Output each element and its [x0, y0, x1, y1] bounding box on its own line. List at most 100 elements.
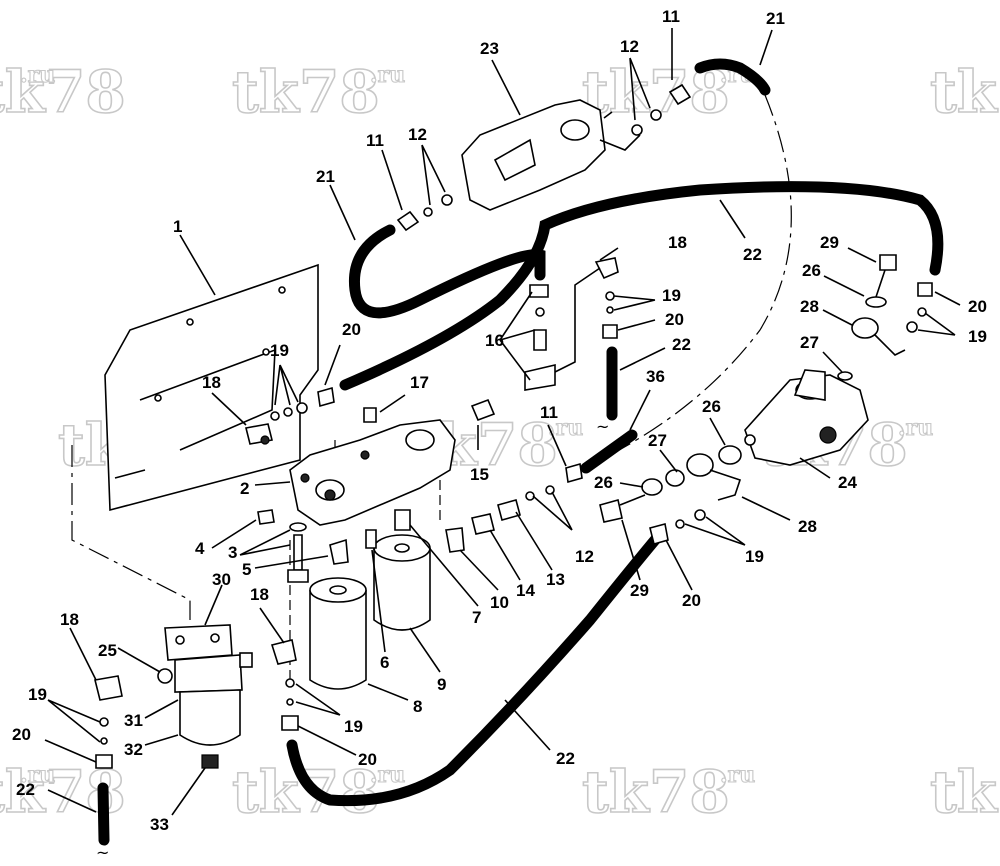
callout-label: 13	[546, 570, 565, 589]
callout-label: 3	[228, 543, 237, 562]
callout-label: 27	[800, 333, 819, 352]
callout-label: 20	[358, 750, 377, 769]
fitting-14	[471, 513, 495, 535]
callout-label: 32	[124, 740, 143, 759]
watermark-text: tk78	[930, 58, 1000, 126]
nut-11	[668, 83, 692, 106]
watermark-text: tk78	[930, 758, 1000, 826]
cut-marks: ~ ~	[96, 417, 609, 862]
bolt-29	[879, 254, 897, 271]
nut-20	[281, 715, 299, 731]
elbow-18	[594, 257, 619, 280]
hose-22-lower	[286, 534, 661, 807]
callout-label: 22	[672, 335, 691, 354]
elbow-18	[94, 675, 123, 701]
nut-20	[602, 324, 618, 339]
cut-mark: ~	[96, 843, 109, 862]
nut-16	[529, 284, 549, 298]
callout-label: 19	[745, 547, 764, 566]
washer-26	[865, 296, 887, 308]
washer-27	[837, 371, 853, 381]
callout-label: 33	[150, 815, 169, 834]
fitting-15	[470, 398, 496, 422]
nut-20	[917, 282, 933, 297]
callout-label: 7	[472, 608, 481, 627]
fitting-7	[394, 509, 411, 531]
callout-label: 2	[240, 479, 249, 498]
callout-label: 19	[270, 341, 289, 360]
callout-label: 15	[470, 465, 489, 484]
watermark-text: tk78	[232, 58, 380, 126]
watermark-sup: .ru	[370, 62, 405, 88]
hose-36	[580, 429, 638, 474]
callout-label: 19	[28, 685, 47, 704]
callout-label: 29	[820, 233, 839, 252]
callout-label: 36	[646, 367, 665, 386]
callout-label: 22	[556, 749, 575, 768]
callout-label: 18	[60, 610, 79, 629]
callout-label: 6	[380, 653, 389, 672]
callout-label: 9	[437, 675, 446, 694]
nut-20	[649, 523, 669, 545]
bracket-plate	[104, 263, 319, 512]
callout-label: 20	[665, 310, 684, 329]
callout-label: 10	[490, 593, 509, 612]
hoses	[97, 58, 944, 846]
callout-label: 12	[575, 547, 594, 566]
hose-22-bottom	[97, 782, 110, 846]
callout-label: 28	[800, 297, 819, 316]
watermark-sup: .ru	[370, 762, 405, 788]
callout-label: 20	[342, 320, 361, 339]
watermark-text: tk78	[232, 758, 380, 826]
nut-11	[565, 462, 583, 484]
watermark-text: tk78	[0, 58, 126, 126]
callout-label: 27	[648, 431, 667, 450]
washer-26	[718, 445, 742, 465]
callout-label: 11	[366, 131, 384, 150]
fitting-5	[329, 538, 349, 565]
callout-label: 21	[766, 9, 785, 28]
callout-label: 18	[668, 233, 687, 252]
bolt-29	[599, 499, 623, 523]
watermark-sup: .ru	[720, 762, 755, 788]
callout-label: 29	[630, 581, 649, 600]
callout-label: 30	[212, 570, 231, 589]
watermark-sup: .ru	[20, 62, 55, 88]
filter-head	[289, 419, 456, 526]
callout-label: 26	[802, 261, 821, 280]
callout-label: 22	[16, 780, 35, 799]
callout-label: 19	[662, 286, 681, 305]
washer-12	[423, 207, 433, 217]
stud-6	[365, 529, 377, 549]
callout-label: 20	[682, 591, 701, 610]
callout-label: 4	[195, 539, 205, 558]
nut-11	[396, 210, 420, 232]
callout-label: 18	[202, 373, 221, 392]
elbow-18	[270, 639, 297, 665]
callout-label: 18	[250, 585, 269, 604]
callout-label: 23	[480, 39, 499, 58]
callout-label: 14	[516, 581, 535, 600]
callout-label: 12	[408, 125, 427, 144]
callout-label: 24	[838, 473, 857, 492]
watermark-text: tk78	[582, 758, 730, 826]
callout-label: 1	[173, 217, 182, 236]
hose-22-upper	[339, 181, 944, 391]
washer-3	[289, 522, 307, 532]
callout-label: 28	[798, 517, 817, 536]
washer-27	[665, 469, 685, 487]
banjo-28	[686, 453, 714, 477]
banjo-28	[851, 317, 879, 339]
bolt-19	[605, 291, 615, 301]
water-separator	[164, 624, 253, 769]
fitting-12	[631, 124, 643, 136]
leader-lines	[44, 28, 961, 816]
callout-label: 19	[968, 327, 987, 346]
callout-label: 17	[410, 373, 429, 392]
callout-label: 26	[594, 473, 613, 492]
callout-label: 5	[242, 560, 251, 579]
callout-label: 31	[124, 711, 143, 730]
fitting-12	[441, 194, 453, 206]
fuel-filter-8	[309, 577, 367, 690]
callout-label: 8	[413, 697, 422, 716]
